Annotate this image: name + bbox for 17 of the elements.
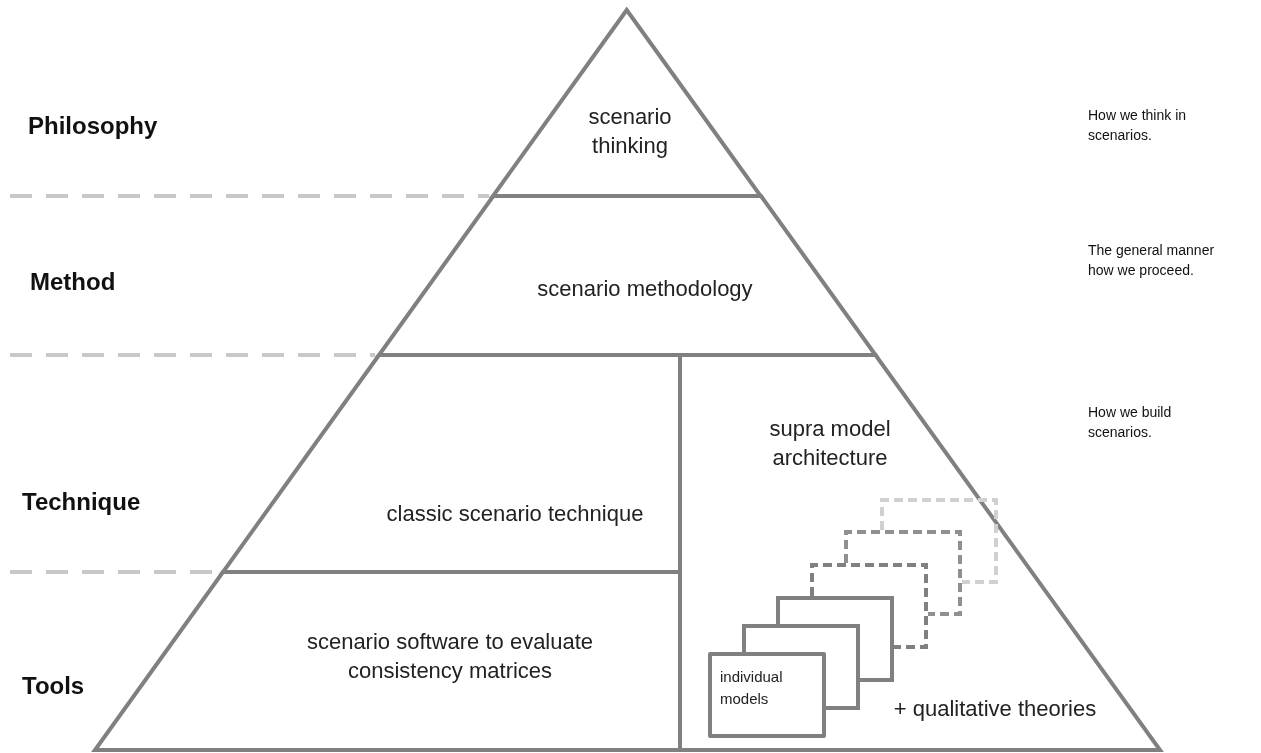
level-description: How we build scenarios. xyxy=(1088,403,1173,443)
tier-label: supra model architecture xyxy=(768,415,892,472)
tier-label: scenario methodology xyxy=(536,275,754,303)
stacked-card xyxy=(844,530,962,616)
level-description: How we think in scenarios. xyxy=(1088,106,1188,146)
tier-label: scenario software to evaluate consistency matrices xyxy=(305,628,595,685)
stacked-card xyxy=(810,563,928,649)
level-heading: Method xyxy=(30,268,116,296)
tier-note: + qualitative theories xyxy=(892,695,1098,723)
level-heading: Philosophy xyxy=(28,112,158,140)
tier-label: scenario thinking xyxy=(587,103,673,160)
stacked-card xyxy=(880,498,998,584)
level-heading: Tools xyxy=(22,672,85,700)
level-description: The general manner how we proceed. xyxy=(1088,241,1216,281)
model-card: individual models xyxy=(708,652,826,738)
tier-label: classic scenario technique xyxy=(385,500,645,528)
level-heading: Technique xyxy=(22,488,141,516)
